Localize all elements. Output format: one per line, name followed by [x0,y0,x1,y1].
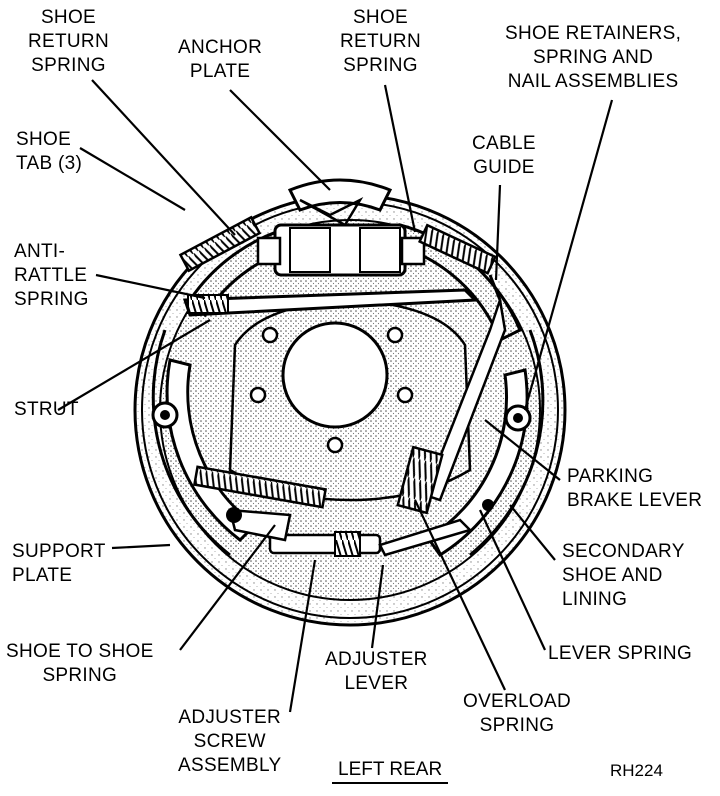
label-strut: STRUT [14,399,79,420]
label-shoe-retainers: SHOE RETAINERS, SPRING AND NAIL ASSEMBLI… [505,23,682,92]
figure-code: RH224 [610,761,663,780]
label-lever-spring: LEVER SPRING [548,643,693,664]
wheel-cylinder [256,178,426,277]
label-shoe-return-spring-left: SHOE RETURN SPRING [28,7,109,76]
shoe-retainers [151,401,532,432]
parking-brake-lever [396,274,507,515]
axle-hub [228,298,472,502]
figure-caption: LEFT REAR [332,759,449,784]
label-parking-brake-lever: PARKING BRAKE LEVER [567,466,703,511]
label-secondary-shoe: SECONDARY SHOE AND LINING [562,541,685,610]
strut [182,288,479,317]
label-anchor-plate: ANCHOR PLATE [178,37,263,82]
label-overload-spring: OVERLOAD SPRING [463,691,571,736]
leader-lines [57,79,614,713]
adjuster-assembly [192,465,494,557]
label-cable-guide: CABLE GUIDE [472,133,536,178]
label-shoe-return-spring-right: SHOE RETURN SPRING [340,7,421,76]
label-support-plate: SUPPORT PLATE [12,541,106,586]
label-shoe-to-shoe-spring: SHOE TO SHOE SPRING [6,641,154,686]
shoe-return-springs [178,215,497,275]
label-anti-rattle-spring: ANTI- RATTLE SPRING [14,241,89,310]
label-adjuster-screw-assembly: ADJUSTER SCREW ASSEMBLY [178,707,282,776]
label-shoe-tab: SHOE TAB (3) [16,129,83,174]
label-adjuster-lever: ADJUSTER LEVER [325,649,428,694]
